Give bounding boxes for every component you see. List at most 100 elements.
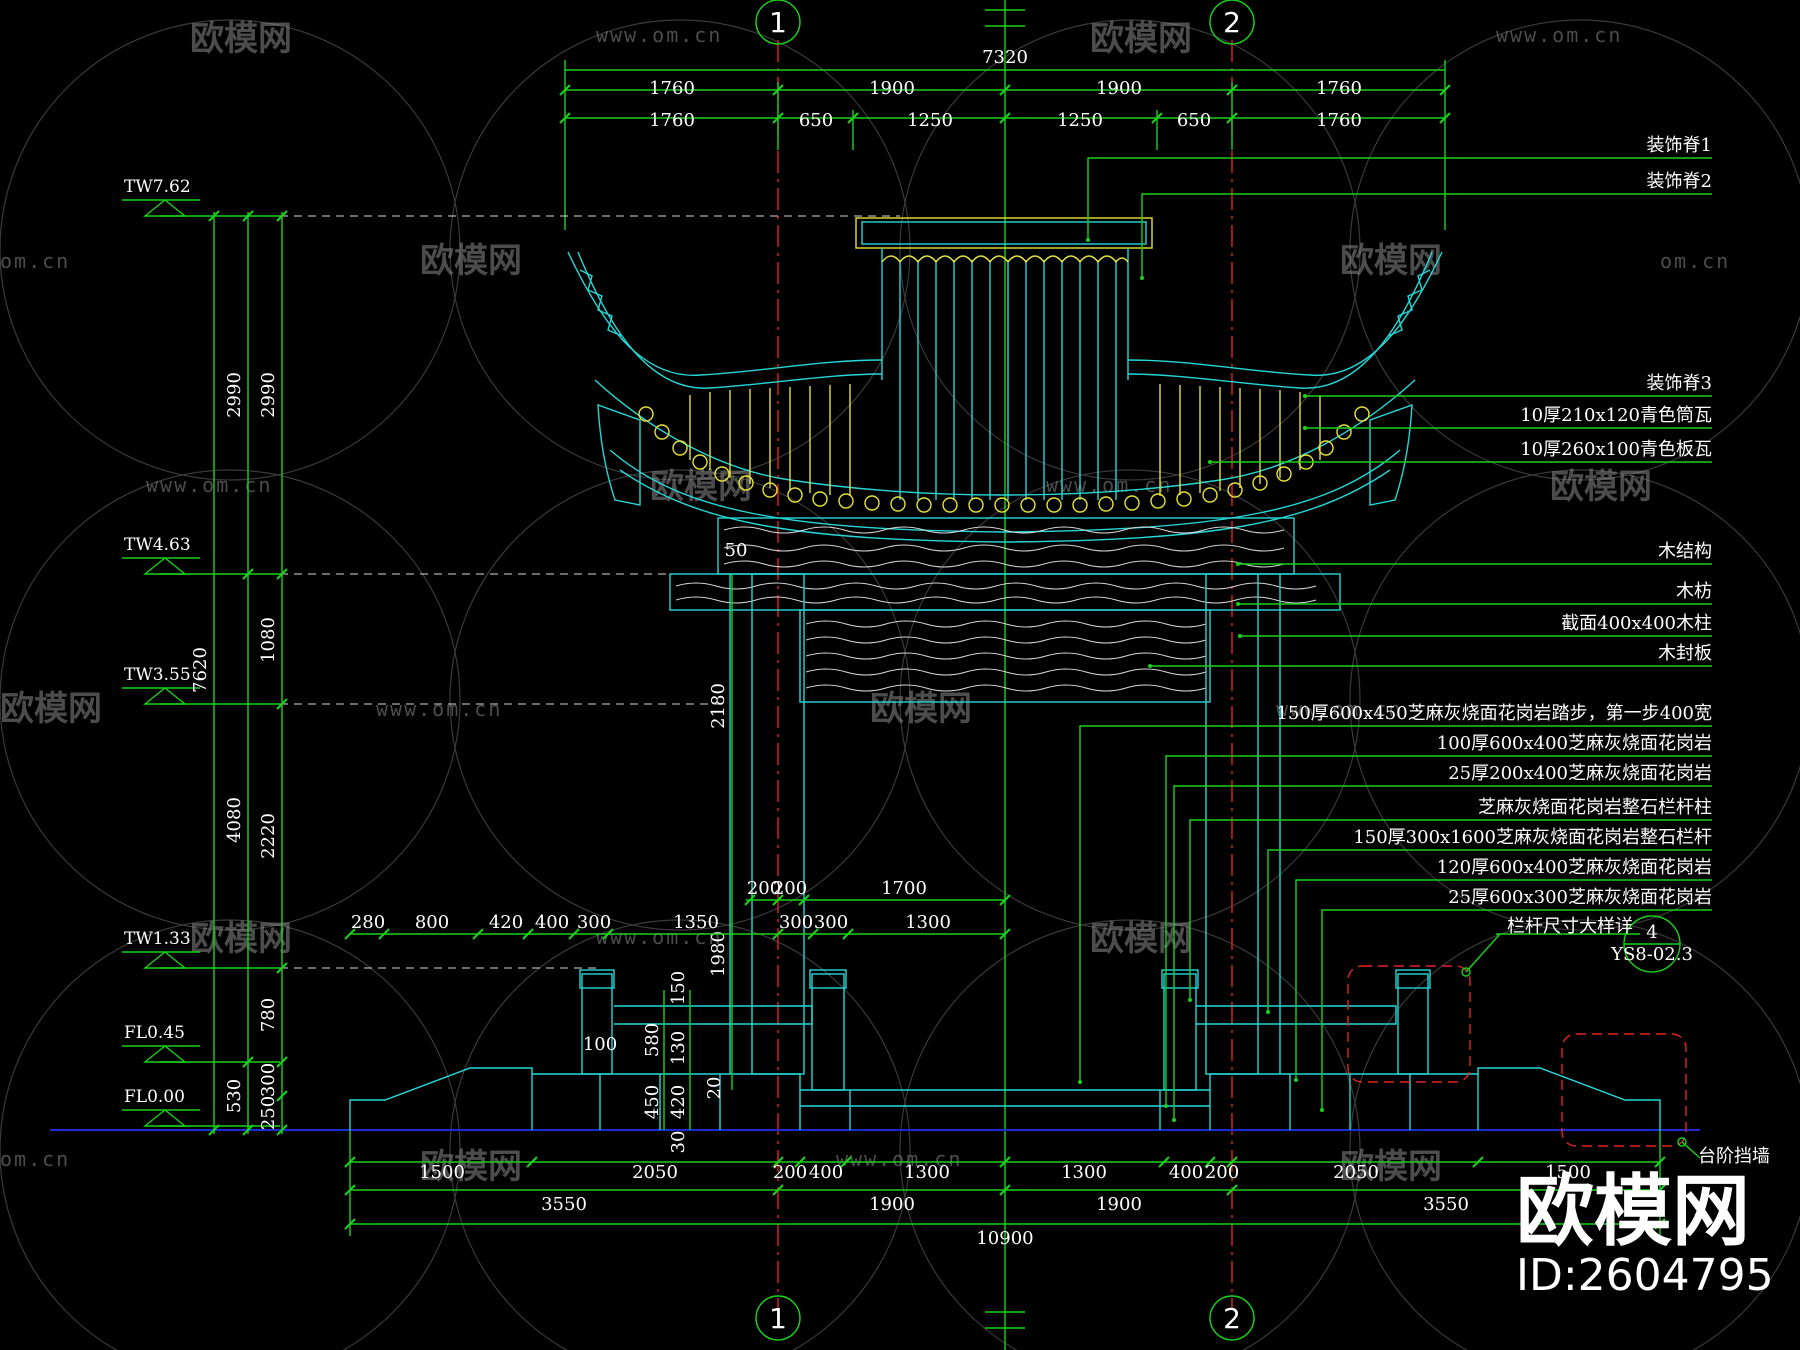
level-tw7-62: TW7.62 bbox=[122, 177, 280, 217]
dim-top-total: 7320 bbox=[982, 47, 1028, 68]
dim-left-middle: 4080 bbox=[224, 797, 245, 843]
annotation-leaders bbox=[1078, 157, 1712, 1122]
label-ridge-1: 装饰脊1 bbox=[1647, 135, 1712, 156]
label-tube-tile: 10厚210x120青色筒瓦 bbox=[1520, 405, 1712, 426]
interior-dimensions: 50 2180 1980 150 580 130 100 450 420 20 … bbox=[583, 540, 748, 1153]
axis-lines bbox=[50, 0, 1700, 1350]
svg-text:2050: 2050 bbox=[632, 1162, 678, 1183]
svg-text:1350: 1350 bbox=[673, 912, 719, 933]
dim-top-r2: 1250 bbox=[1057, 110, 1103, 131]
watermark-brand: 欧模网 bbox=[1550, 467, 1652, 507]
svg-text:400: 400 bbox=[1169, 1162, 1203, 1183]
watermark-url: om.cn bbox=[0, 249, 70, 273]
svg-text:200: 200 bbox=[773, 1162, 807, 1183]
watermark-url: www.om.cn bbox=[836, 1147, 962, 1171]
svg-text:300: 300 bbox=[779, 912, 813, 933]
watermark-url: www.om.cn bbox=[1046, 473, 1172, 497]
label-wood-structure: 木结构 bbox=[1658, 541, 1712, 562]
ridge-body bbox=[881, 248, 1129, 500]
dim-left-middle: 530 bbox=[224, 1079, 245, 1113]
watermark-url: www.om.cn bbox=[146, 473, 272, 497]
svg-text:TW4.63: TW4.63 bbox=[124, 535, 191, 555]
level-markers: TW7.62 TW4.63 TW3.55 TW1.33 FL0.45 FL0.0… bbox=[122, 177, 900, 1127]
label-railing-post: 芝麻灰烧面花岗岩整石栏杆柱 bbox=[1478, 797, 1712, 818]
svg-text:TW3.55: TW3.55 bbox=[124, 665, 191, 685]
watermark-brand: 欧模网 bbox=[420, 241, 522, 281]
brand-id-text: ID:2604795 bbox=[1516, 1250, 1774, 1301]
dim-left-inner: 300 bbox=[258, 1063, 279, 1097]
dim-left-inner: 2220 bbox=[258, 813, 279, 859]
axis-bubble-2-top: 2 bbox=[1209, 0, 1255, 45]
svg-text:300: 300 bbox=[814, 912, 848, 933]
axis-bubble-1-top: 1 bbox=[755, 0, 801, 45]
svg-text:FL0.00: FL0.00 bbox=[124, 1087, 185, 1107]
dim-left-middle: 2990 bbox=[224, 372, 245, 418]
detail-title: 栏杆尺寸大样详 bbox=[1507, 916, 1633, 937]
step-wall-label: 台阶挡墙 bbox=[1698, 1146, 1770, 1167]
level-fl0-00: FL0.00 bbox=[122, 1087, 280, 1127]
tile-ends bbox=[638, 406, 1370, 513]
dim-top-r2: 1760 bbox=[649, 110, 695, 131]
dim-top-r2: 1760 bbox=[1316, 110, 1362, 131]
dim-left-inner: 2990 bbox=[258, 372, 279, 418]
dim-left-inner: 250 bbox=[258, 1096, 279, 1130]
svg-text:TW1.33: TW1.33 bbox=[124, 929, 191, 949]
svg-text:1500: 1500 bbox=[1545, 1162, 1591, 1183]
svg-text:400: 400 bbox=[535, 912, 569, 933]
svg-text:280: 280 bbox=[351, 912, 385, 933]
svg-text:1900: 1900 bbox=[869, 1194, 915, 1215]
bottom-dimensions: 1500 2050 200 400 1300 1300 400 200 2050… bbox=[344, 1130, 1666, 1249]
left-dimensions: 7620 2990 4080 530 2990 1080 2220 780 30… bbox=[190, 210, 288, 1136]
svg-text:200: 200 bbox=[747, 878, 781, 899]
svg-text:1: 1 bbox=[769, 1302, 787, 1335]
level-tw1-33: TW1.33 bbox=[122, 929, 280, 969]
dim-inner: 50 bbox=[725, 540, 748, 561]
watermark-layer: 欧模网 欧模网 欧模网 欧模网 欧模网 欧模网 欧模网 欧模网 欧模网 欧模网 … bbox=[0, 19, 1800, 1350]
watermark-url: www.om.cn bbox=[596, 23, 722, 47]
svg-text:1900: 1900 bbox=[1096, 1194, 1142, 1215]
dim-inner: 150 bbox=[668, 971, 689, 1005]
detail-sheet: YS8-02.3 bbox=[1610, 944, 1693, 965]
label-wood-beam: 木枋 bbox=[1676, 581, 1712, 602]
dim-left-inner: 1080 bbox=[258, 617, 279, 663]
brand-logo-text: 欧模网 bbox=[1516, 1167, 1750, 1257]
svg-text:2: 2 bbox=[1223, 1302, 1241, 1335]
watermark-brand: 欧模网 bbox=[650, 467, 752, 507]
label-railing: 150厚300x1600芝麻灰烧面花岗岩整石栏杆 bbox=[1353, 827, 1712, 848]
dim-top-r2: 650 bbox=[799, 110, 833, 131]
watermark-url: www.om.cn bbox=[596, 925, 722, 949]
dim-inner: 130 bbox=[668, 1031, 689, 1065]
label-granite-100: 100厚600x400芝麻灰烧面花岗岩 bbox=[1437, 733, 1712, 754]
svg-text:200: 200 bbox=[1205, 1162, 1239, 1183]
label-granite-step: 150厚600x450芝麻灰烧面花岗岩踏步，第一步400宽 bbox=[1276, 703, 1712, 724]
watermark-brand: 欧模网 bbox=[1090, 919, 1192, 959]
svg-text:420: 420 bbox=[489, 912, 523, 933]
svg-text:300: 300 bbox=[577, 912, 611, 933]
svg-text:1: 1 bbox=[769, 6, 787, 39]
dim-bottom-total: 10900 bbox=[976, 1228, 1033, 1249]
watermark-url: www.om.cn bbox=[376, 697, 502, 721]
svg-text:1300: 1300 bbox=[904, 1162, 950, 1183]
watermark-brand: 欧模网 bbox=[870, 689, 972, 729]
brand-watermark: 欧模网 ID:2604795 bbox=[1516, 1167, 1774, 1301]
dim-inner: 1980 bbox=[708, 931, 729, 977]
svg-text:400: 400 bbox=[809, 1162, 843, 1183]
svg-text:TW7.62: TW7.62 bbox=[124, 177, 191, 197]
label-ridge-2: 装饰脊2 bbox=[1647, 171, 1712, 192]
dim-inner: 420 bbox=[668, 1085, 689, 1119]
label-granite-25b: 25厚600x300芝麻灰烧面花岗岩 bbox=[1448, 887, 1712, 908]
middle-dimensions: 200 200 1700 280 800 420 400 300 1350 30… bbox=[344, 878, 1011, 940]
label-wood-board: 木封板 bbox=[1658, 643, 1712, 664]
watermark-url: www.om.cn bbox=[1496, 23, 1622, 47]
dim-left-inner: 780 bbox=[258, 998, 279, 1032]
level-tw4-63: TW4.63 bbox=[122, 535, 280, 575]
svg-text:3550: 3550 bbox=[1423, 1194, 1469, 1215]
dim-top-r2: 650 bbox=[1177, 110, 1211, 131]
dim-inner: 580 bbox=[642, 1023, 663, 1057]
watermark-brand: 欧模网 bbox=[1090, 19, 1192, 59]
detail-number: 4 bbox=[1646, 922, 1657, 943]
level-fl0-45: FL0.45 bbox=[122, 1023, 280, 1063]
svg-text:2050: 2050 bbox=[1333, 1162, 1379, 1183]
svg-text:1500: 1500 bbox=[419, 1162, 465, 1183]
